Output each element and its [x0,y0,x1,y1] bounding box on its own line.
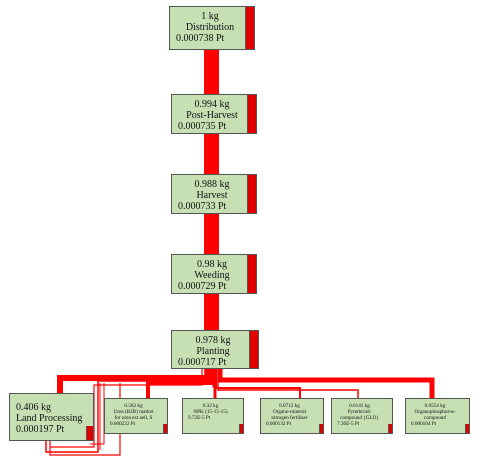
node-weeding-amount: 0.98 kg [197,259,227,270]
node-planting-name: Planting [196,346,230,357]
node-planting-indicator [249,331,258,368]
node-npk-score: 9.72E-5 Pt [188,414,211,421]
node-harvest-indicator [247,175,256,213]
flow-loop-2 [50,367,203,448]
node-organo-mineral-indicator [319,424,323,433]
node-land-processing[interactable]: 0.406 kg Land Processing 0.000197 Pt [9,393,94,441]
node-weeding-score: 0.000729 Pt [178,281,227,292]
node-distribution-amount: 1 kg [201,11,219,22]
flow-urea [146,367,213,398]
node-land-processing-name: Land Processing [16,413,83,424]
node-weeding-indicator [247,255,256,293]
node-organophosphorus[interactable]: 0.0554 kg Organophosphorus-compound 0.00… [405,398,470,434]
flow-land-processing [57,367,211,393]
node-post-harvest-score: 0.000735 Pt [178,121,227,132]
node-harvest-score: 0.000733 Pt [178,201,227,212]
node-distribution[interactable]: 1 kg Distribution 0.000738 Pt [169,6,255,50]
node-organo-mineral-score: 0.000132 Pt [266,420,292,427]
node-land-processing-score: 0.000197 Pt [16,424,65,435]
node-organophosphorus-indicator [465,424,469,433]
flow-npk [212,367,217,398]
node-npk-indicator [239,424,243,433]
node-npk-amount: 0.32 kg [202,403,219,409]
planting-branch-flows [45,367,435,456]
flow-post-harvest-harvest [204,132,219,176]
node-planting-amount: 0.978 kg [195,335,231,346]
node-pyrethroid-score: 7.36E-5 Pt [337,420,360,427]
node-weeding-name: Weeding [194,270,230,281]
node-organophosphorus-score: 0.000104 Pt [411,420,437,427]
node-urea-indicator [163,424,167,433]
node-urea-score: 0.000222 Pt [110,420,136,427]
node-organo-mineral[interactable]: 0.0712 kg Organo-mineral nitrogen fertil… [260,398,324,434]
flow-weeding-planting [204,292,219,332]
node-post-harvest-name: Post-Harvest [186,110,238,121]
node-pyrethroid-amount: 0.0141 kg [349,403,370,409]
node-organophosphorus-amount: 0.0554 kg [424,403,446,409]
node-pyrethroid-indicator [388,424,392,433]
node-npk-name: NPK (15-15-15) [193,408,228,415]
node-distribution-score: 0.000738 Pt [176,33,225,44]
node-harvest[interactable]: 0.988 kg Harvest 0.000733 Pt [171,174,257,214]
node-harvest-name: Harvest [196,190,228,201]
node-planting-score: 0.000717 Pt [178,357,227,368]
node-post-harvest-indicator [247,95,256,133]
node-npk[interactable]: 0.32 kg NPK (15-15-15) 9.72E-5 Pt [182,398,244,434]
node-weeding[interactable]: 0.98 kg Weeding 0.000729 Pt [171,254,257,294]
flow-distribution-post-harvest [204,50,219,96]
node-urea[interactable]: 0.502 kg Urea (B2B) market for urea ext.… [104,398,168,434]
node-organophosphorus-name: Organophosphorus-compound [414,408,456,421]
node-distribution-name: Distribution [185,22,235,33]
node-urea-name: Urea (B2B) market for urea ext.sell, S [113,408,154,421]
node-planting[interactable]: 0.978 kg Planting 0.000717 Pt [171,330,259,369]
flow-organophosphorus [217,367,435,398]
flow-harvest-weeding [204,212,219,256]
node-post-harvest[interactable]: 0.994 kg Post-Harvest 0.000735 Pt [171,94,257,134]
node-land-processing-indicator [86,426,93,440]
node-harvest-amount: 0.988 kg [194,179,230,190]
node-pyrethroid-name: Pyrethroid-compound {GLO} [340,408,379,421]
node-organo-mineral-amount: 0.0712 kg [279,403,300,409]
node-organo-mineral-name: Organo-mineral nitrogen fertiliser [271,408,308,421]
flow-loop-1 [45,367,206,453]
node-land-processing-amount: 0.406 kg [16,402,51,413]
flow-organo-mineral [215,367,301,398]
node-urea-amount: 0.502 kg [124,403,143,409]
node-distribution-indicator [245,7,254,49]
node-post-harvest-amount: 0.994 kg [194,99,230,110]
node-pyrethroid[interactable]: 0.0141 kg Pyrethroid-compound {GLO} 7.36… [331,398,393,434]
